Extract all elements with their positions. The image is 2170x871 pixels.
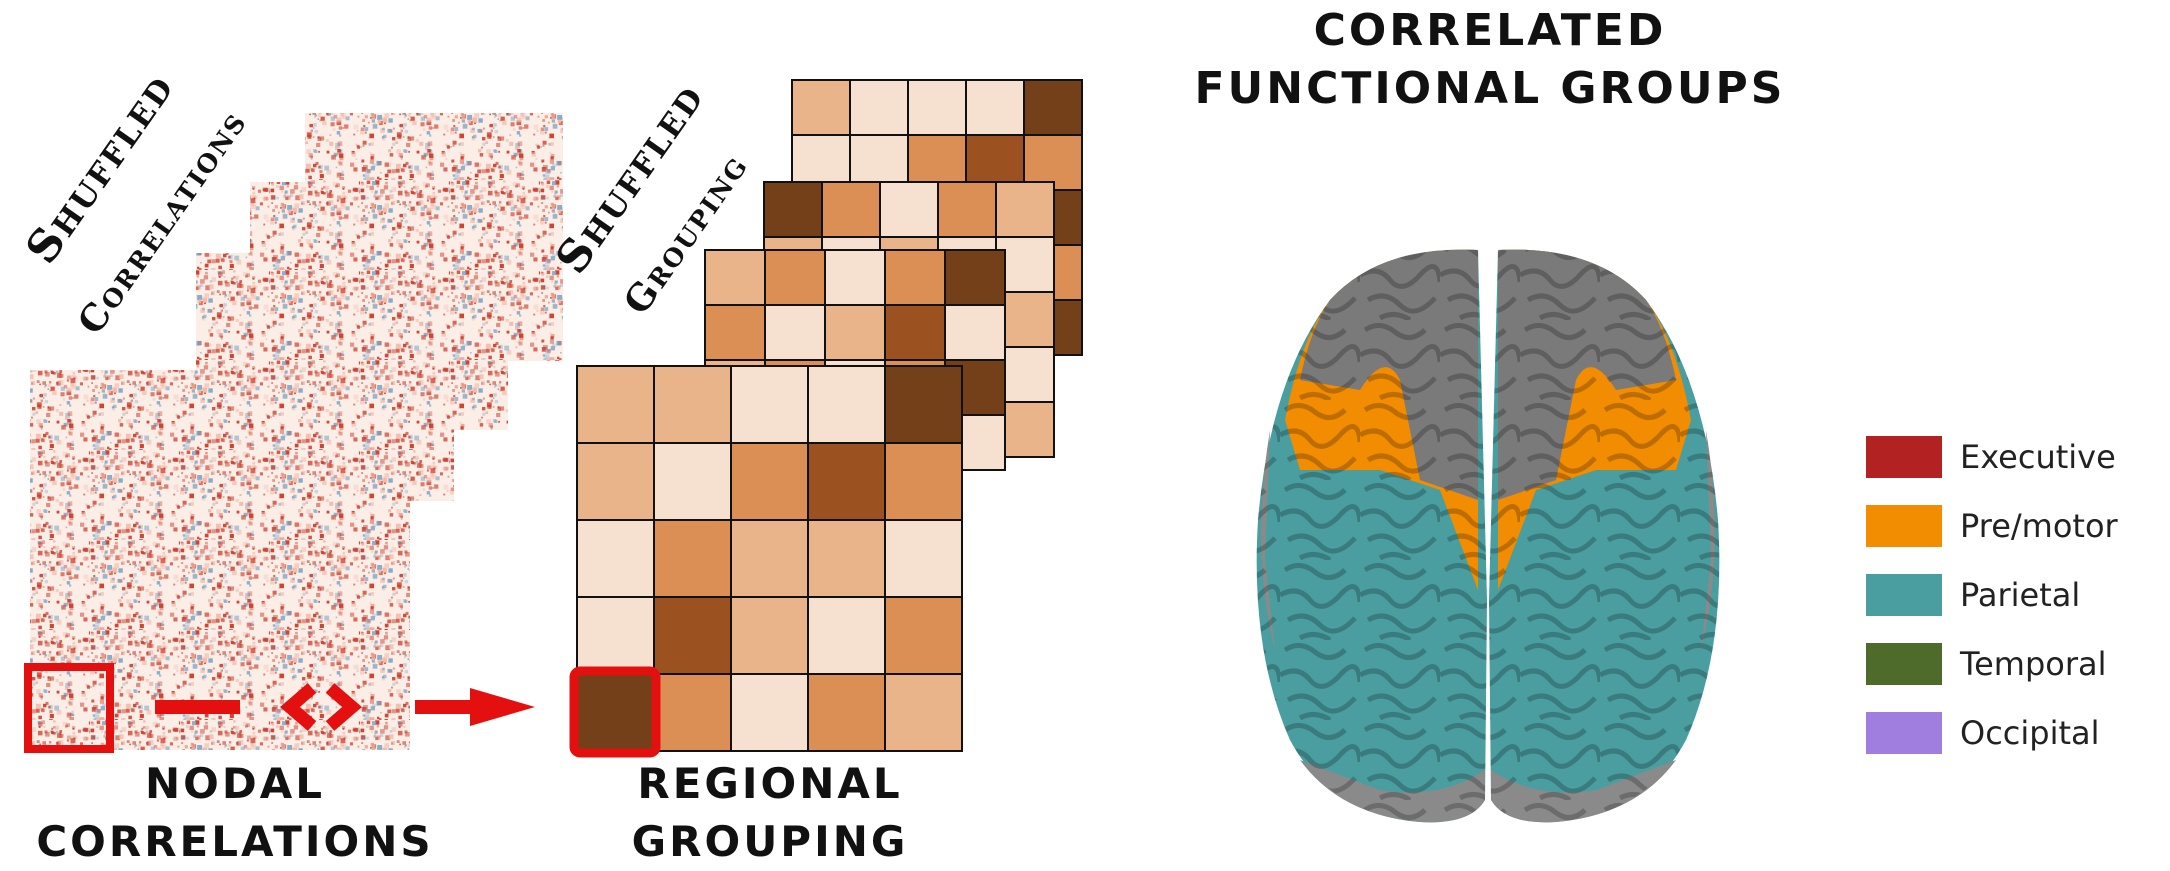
arrow-head <box>470 688 535 726</box>
shuffled-grid-back-1-cell <box>764 304 826 361</box>
shuffled-grid-back-3-cell <box>791 134 851 191</box>
shuffled-grid-back-1-cell <box>884 249 946 306</box>
shuffled-grid-back-2-cell <box>763 181 823 238</box>
regional-line-1: REGIONAL <box>637 759 903 808</box>
regional-grid-main-cell <box>884 442 963 521</box>
regional-highlight-box <box>569 666 661 758</box>
regional-grid-main-cell <box>884 596 963 675</box>
legend-swatch <box>1866 505 1942 547</box>
brain-illustration <box>1256 249 1720 823</box>
shuffled-grid-back-1-cell <box>824 249 886 306</box>
regional-grid-main-cell <box>576 365 655 444</box>
regional-grid-main-cell <box>807 519 886 598</box>
regional-grid-main-cell <box>730 442 809 521</box>
legend-swatch <box>1866 712 1942 754</box>
shuffled-grid-back-1-cell <box>704 304 766 361</box>
nodal-line-1: NODAL <box>145 759 325 808</box>
shuffled-grid-back-2-cell <box>937 181 997 238</box>
regional-grid-main-cell <box>576 673 655 752</box>
shuffled-grid-back-1-cell <box>884 304 946 361</box>
regional-grouping-label: REGIONAL GROUPING <box>540 755 1000 871</box>
arrow-shaft <box>415 700 475 714</box>
arrow-left-chevron <box>280 683 317 731</box>
shuffled-grid-back-2-cell <box>879 181 939 238</box>
regional-grid-main <box>576 365 963 752</box>
nodal-correlation-matrix <box>30 370 410 750</box>
legend-label: Temporal <box>1960 645 2107 683</box>
regional-grid-main-cell <box>576 519 655 598</box>
regional-grid-main-cell <box>653 442 732 521</box>
regional-grid-main-cell <box>730 673 809 752</box>
regional-grid-main-cell <box>884 365 963 444</box>
regional-line-2: GROUPING <box>631 817 909 866</box>
regional-grid-main-cell <box>576 442 655 521</box>
regional-grid-main-cell <box>653 519 732 598</box>
legend-label: Pre/motor <box>1960 507 2118 545</box>
shuffled-grid-back-1-cell <box>944 249 1006 306</box>
legend-swatch <box>1866 436 1942 478</box>
nodal-correlations-label: NODAL CORRELATIONS <box>0 755 470 871</box>
regional-grid-main-cell <box>653 596 732 675</box>
shuffled-grid-back-1-cell <box>824 304 886 361</box>
nodal-line-2: CORRELATIONS <box>36 817 434 866</box>
regional-grid-main-cell <box>807 365 886 444</box>
title-line-2: FUNCTIONAL GROUPS <box>1194 63 1786 114</box>
regional-grid-main-cell <box>807 596 886 675</box>
shuffled-grid-back-3-cell <box>849 79 909 136</box>
shuffled-grid-back-3-cell <box>791 79 851 136</box>
regional-grid-main-cell <box>807 442 886 521</box>
regional-grid-main-cell <box>884 519 963 598</box>
shuffled-correlation-matrices <box>24 113 563 753</box>
shuffled-grid-back-3-cell <box>1023 79 1083 136</box>
figure-title: CORRELATED FUNCTIONAL GROUPS <box>1150 2 1830 118</box>
legend-label: Executive <box>1960 438 2116 476</box>
arrow-right-chevron <box>325 683 362 731</box>
regional-grid-main-cell <box>653 673 732 752</box>
regional-grid-main-cell <box>576 596 655 675</box>
transform-arrow <box>155 683 535 731</box>
legend-swatch <box>1866 574 1942 616</box>
regional-grid-main-cell <box>653 365 732 444</box>
regional-grid-main-cell <box>807 673 886 752</box>
shuffled-grid-back-1-cell <box>944 304 1006 361</box>
shuffled-grid-back-3-cell <box>907 79 967 136</box>
regional-grid-main-cell <box>884 673 963 752</box>
shuffled-grid-back-2-cell <box>995 181 1055 238</box>
legend-label: Occipital <box>1960 714 2100 752</box>
shuffled-grid-back-2-cell <box>821 181 881 238</box>
legend-label: Parietal <box>1960 576 2081 614</box>
regional-grid-main-cell <box>730 365 809 444</box>
regional-grid-stack <box>569 79 1083 758</box>
regional-grid-main-cell <box>730 596 809 675</box>
arrow-bar <box>155 700 240 714</box>
nodal-highlight-box <box>24 663 114 753</box>
title-line-1: CORRELATED <box>1313 5 1667 56</box>
regional-grid-main-cell <box>730 519 809 598</box>
shuffled-grid-back-3-cell <box>965 79 1025 136</box>
shuffled-grid-back-1-cell <box>764 249 826 306</box>
legend-swatch <box>1866 643 1942 685</box>
shuffled-grid-back-1-cell <box>704 249 766 306</box>
